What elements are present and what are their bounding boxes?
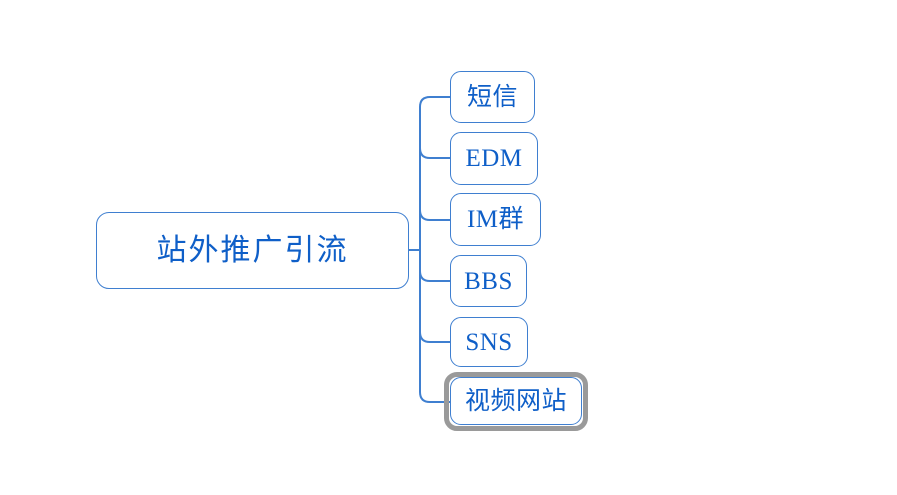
connector-spine-upper bbox=[419, 96, 450, 250]
selection-frame bbox=[444, 372, 588, 431]
node-child-edm[interactable]: EDM bbox=[450, 132, 538, 185]
node-child-duanxin[interactable]: 短信 bbox=[450, 71, 535, 123]
node-root[interactable]: 站外推广引流 bbox=[96, 212, 409, 289]
connector-branch-im bbox=[419, 209, 450, 221]
node-child-shipin-wangzhan[interactable]: 视频网站 bbox=[450, 377, 582, 425]
node-child-im-qun[interactable]: IM群 bbox=[450, 193, 541, 246]
connector-branch-bbs bbox=[419, 270, 450, 282]
connector-branch-edm bbox=[419, 147, 450, 159]
connector-branch-sns bbox=[419, 331, 450, 343]
node-child-bbs[interactable]: BBS bbox=[450, 255, 527, 307]
node-child-sns[interactable]: SNS bbox=[450, 317, 528, 367]
